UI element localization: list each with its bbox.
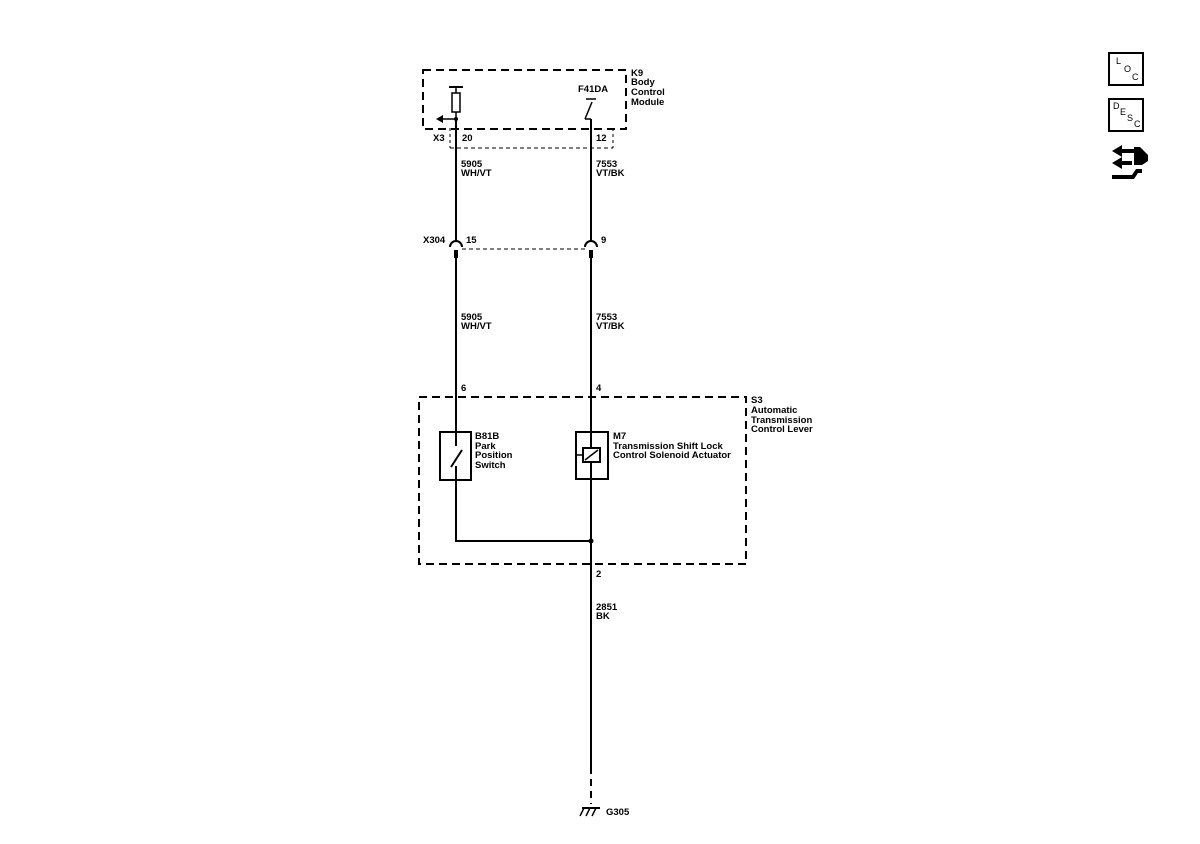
- wire-5905-lower-color: WH/VT: [461, 321, 492, 332]
- loc-button[interactable]: L O C: [1108, 52, 1144, 86]
- k9-line2: Control: [631, 87, 665, 98]
- desc-letter-e: E: [1120, 107, 1127, 117]
- s3-line3: Control Lever: [751, 424, 813, 435]
- k9-id: K9: [631, 68, 643, 79]
- loc-letter-l: L: [1116, 56, 1122, 66]
- ground-icon: [579, 807, 600, 817]
- m7-line2: Control Solenoid Actuator: [613, 450, 731, 461]
- loc-letter-o: O: [1124, 64, 1132, 74]
- g305-label: G305: [606, 807, 630, 818]
- x3-label: X3: [433, 133, 445, 144]
- x304-pin-left: 15: [466, 235, 477, 246]
- desc-letter-c: C: [1134, 119, 1141, 129]
- s3-line1: Automatic: [751, 405, 797, 416]
- s3-pin-ground: 2: [596, 569, 601, 580]
- s3-id: S3: [751, 395, 763, 406]
- x304-label: X304: [423, 235, 446, 246]
- m7-line1: Transmission Shift Lock: [613, 441, 724, 452]
- m7-id: M7: [613, 431, 626, 442]
- wire-5905-upper-circuit: 5905: [461, 159, 483, 170]
- wire-5905-lower-circuit: 5905: [461, 312, 483, 323]
- s3-internal-ground-bus: [455, 480, 591, 542]
- wire-5905-upper-color: WH/VT: [461, 168, 492, 179]
- k9-line3: Module: [631, 97, 664, 108]
- wire-7553-lower-circuit: 7553: [596, 312, 617, 323]
- loc-letter-c: C: [1132, 72, 1139, 82]
- x304-pin-right: 9: [601, 235, 606, 246]
- f41da-label: F41DA: [578, 84, 608, 95]
- b81b-switch[interactable]: [439, 431, 472, 481]
- s3-module[interactable]: [418, 396, 747, 565]
- wire-7553-upper-color: VT/BK: [596, 168, 625, 179]
- wire-7553-upper-circuit: 7553: [596, 159, 617, 170]
- x3-pin-right: 12: [596, 133, 607, 144]
- wire-2851-color: BK: [596, 611, 610, 622]
- k9-module[interactable]: [422, 69, 627, 130]
- desc-letter-d: D: [1113, 101, 1120, 111]
- connector-tool-icon: [1112, 145, 1148, 179]
- m7-solenoid[interactable]: [575, 431, 609, 480]
- k9-line1: Body: [631, 77, 655, 88]
- k9-input-circuit-icon: [436, 86, 463, 123]
- x3-pin-left: 20: [462, 133, 473, 144]
- connector-tool-button[interactable]: [1108, 143, 1150, 183]
- wire-2851-circuit: 2851: [596, 602, 618, 613]
- b81b-line1: Park: [475, 441, 496, 452]
- b81b-line3: Switch: [475, 460, 506, 471]
- s3-line2: Transmission: [751, 415, 812, 426]
- s3-pin-left: 6: [461, 383, 466, 394]
- f41da-output-icon: [584, 98, 596, 120]
- desc-button[interactable]: D E S C: [1108, 98, 1144, 132]
- b81b-id: B81B: [475, 431, 499, 442]
- b81b-line2: Position: [475, 450, 513, 461]
- wire-7553-lower-color: VT/BK: [596, 321, 625, 332]
- s3-pin-right: 4: [596, 383, 602, 394]
- x304-connector[interactable]: [449, 240, 598, 258]
- desc-letter-s: S: [1127, 113, 1134, 123]
